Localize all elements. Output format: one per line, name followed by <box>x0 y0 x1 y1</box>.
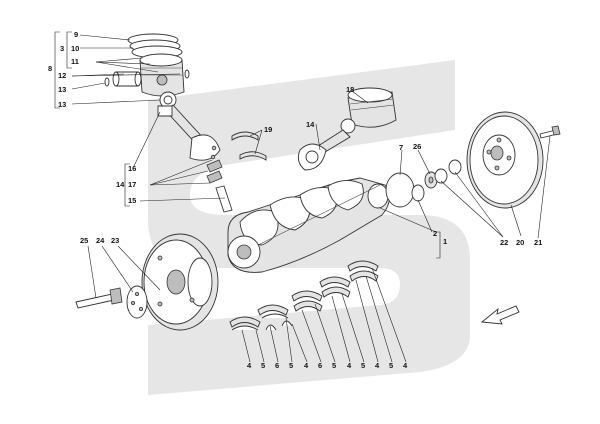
label-13-b: 13 <box>58 100 66 109</box>
crankshaft-pulley <box>141 233 219 331</box>
label-5-c: 5 <box>332 361 336 370</box>
label-13-a: 13 <box>58 85 66 94</box>
crankshaft <box>227 177 390 273</box>
label-23: 23 <box>111 236 119 245</box>
label-14-center: 14 <box>306 120 315 129</box>
pulley-bolt-25 <box>75 287 123 309</box>
label-25: 25 <box>80 236 88 245</box>
label-5-e: 5 <box>389 361 393 370</box>
label-20: 20 <box>516 238 524 247</box>
label-19: 19 <box>264 125 272 134</box>
flywheel-bolt-21 <box>539 125 561 139</box>
label-24: 24 <box>96 236 105 245</box>
label-8: 8 <box>48 64 52 73</box>
label-5-d: 5 <box>361 361 365 370</box>
label-26: 26 <box>413 142 421 151</box>
seals-and-rings <box>385 159 462 208</box>
label-18: 18 <box>346 85 354 94</box>
small-end-bush <box>157 105 173 117</box>
label-4-e: 4 <box>403 361 408 370</box>
label-12: 12 <box>58 71 66 80</box>
label-14-left: 14 <box>116 180 125 189</box>
arrow-icon <box>480 305 520 325</box>
label-11: 11 <box>71 57 79 66</box>
label-6-b: 6 <box>318 361 322 370</box>
label-9: 9 <box>74 30 78 39</box>
flywheel <box>466 111 544 209</box>
pulley-hub-24 <box>126 285 148 319</box>
piston-pin <box>112 71 142 87</box>
connecting-rod <box>159 91 221 161</box>
label-2: 2 <box>433 229 437 238</box>
label-1: 1 <box>443 237 447 246</box>
label-7: 7 <box>399 143 403 152</box>
label-15: 15 <box>128 196 136 205</box>
label-5-b: 5 <box>289 361 293 370</box>
label-21: 21 <box>534 238 542 247</box>
leader-lines <box>54 31 551 363</box>
label-17: 17 <box>128 180 136 189</box>
piston <box>139 53 185 97</box>
main-bearing-shells <box>229 260 379 331</box>
label-4-d: 4 <box>375 361 380 370</box>
piston-assembly-18 <box>347 87 397 128</box>
label-4-a: 4 <box>247 361 252 370</box>
label-10: 10 <box>71 44 79 53</box>
label-3: 3 <box>60 44 64 53</box>
label-5-a: 5 <box>261 361 265 370</box>
rod-bearing-shells-19 <box>231 131 267 161</box>
rod-bolts-nuts <box>206 145 233 213</box>
label-22: 22 <box>500 238 508 247</box>
label-6-a: 6 <box>275 361 279 370</box>
connecting-rod-assembly-14 <box>297 118 356 171</box>
part-labels: 9 3 10 11 8 12 13 13 16 14 17 15 19 14 1… <box>48 30 542 370</box>
label-4-c: 4 <box>347 361 352 370</box>
circlips <box>104 69 190 87</box>
label-4-b: 4 <box>304 361 309 370</box>
label-16: 16 <box>128 164 136 173</box>
